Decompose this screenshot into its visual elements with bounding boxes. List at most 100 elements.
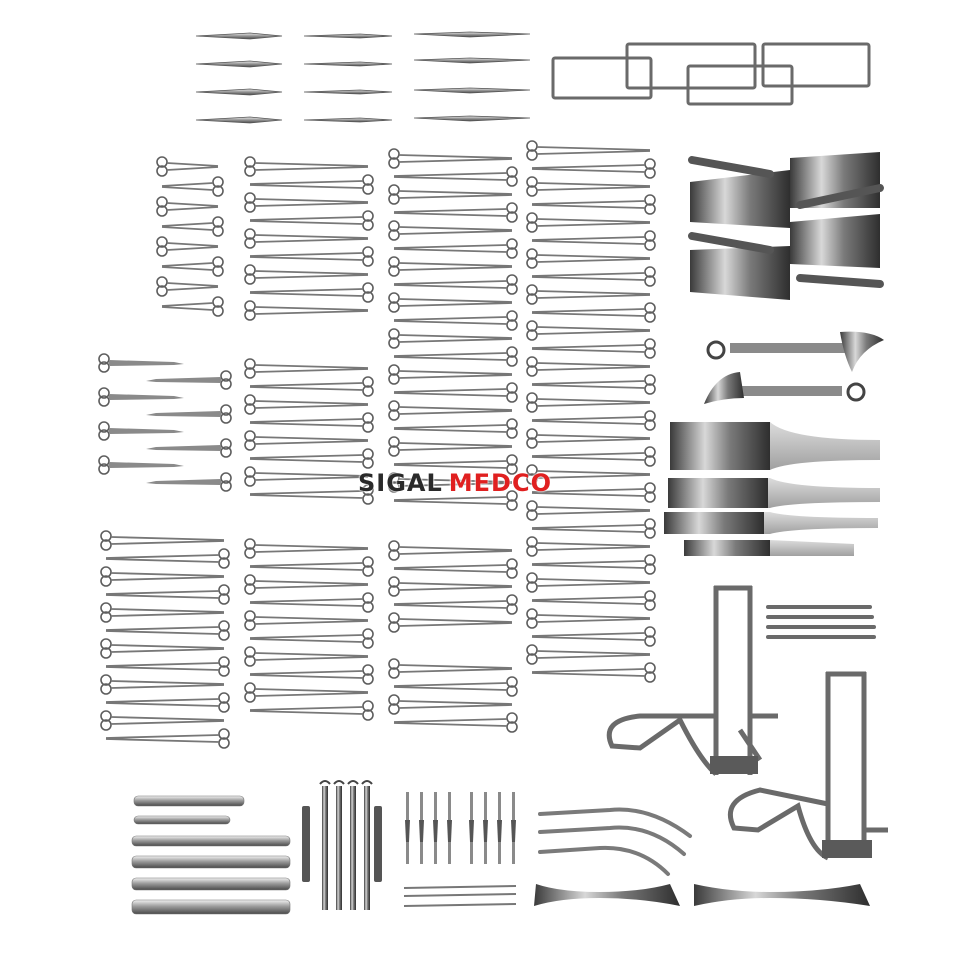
- hemostat-jaw-icon: [254, 656, 369, 661]
- hemostat-jaw-icon: [110, 572, 225, 577]
- hemostat-jaw-icon: [110, 536, 225, 541]
- hemostat-ring-icon: [244, 475, 256, 487]
- hemostat-ring-icon: [362, 246, 374, 258]
- hemostat-ring-icon: [506, 247, 518, 259]
- hemostat-jaw-icon: [393, 388, 508, 393]
- hemostat-ring-icon: [388, 409, 400, 421]
- hemostat-ring-icon: [388, 220, 400, 232]
- double-ended-retractor-icon: [534, 884, 870, 906]
- hemostat-ring-icon: [100, 566, 112, 578]
- hemostat-jaw-icon: [398, 190, 513, 195]
- scissors-ring-icon: [98, 395, 110, 407]
- hemostat-ring-icon: [218, 593, 230, 605]
- hemostat-ring-icon: [362, 412, 374, 424]
- hemostat-ring-icon: [244, 538, 256, 550]
- hemostat-jaw-icon: [398, 700, 513, 705]
- scissors-ring-icon: [220, 438, 232, 450]
- hemostat-ring-icon: [156, 205, 168, 217]
- hemostat-ring-icon: [388, 373, 400, 385]
- hemostat-jaw-icon: [254, 368, 369, 373]
- hemostat-jaw-icon: [166, 206, 219, 211]
- hemostat-jaw-icon: [249, 422, 364, 427]
- hemostat-jaw-icon: [105, 702, 220, 707]
- hemostat-jaw-icon: [531, 420, 646, 425]
- hemostat-jaw-icon: [254, 584, 369, 589]
- scalpel-grip-icon: [419, 820, 424, 842]
- scalpel-grip-icon: [483, 820, 488, 842]
- hemostat-jaw-icon: [166, 166, 219, 171]
- hemostat-ring-icon: [644, 518, 656, 530]
- hemostat-ring-icon: [362, 601, 374, 613]
- hemostat-ring-icon: [506, 603, 518, 615]
- hemostat-ring-icon: [388, 184, 400, 196]
- hemostat-jaw-icon: [393, 316, 508, 321]
- hemostat-ring-icon: [506, 202, 518, 214]
- hemostat-jaw-icon: [249, 710, 364, 715]
- hemostat-ring-icon: [644, 491, 656, 503]
- scissors-ring-icon: [98, 361, 110, 373]
- hemostat-jaw-icon: [110, 644, 225, 649]
- retractor-hook-icon: [361, 780, 373, 785]
- scalpel-handle-icon: [303, 117, 393, 123]
- hemostat-jaw-icon: [536, 618, 651, 623]
- tissue-forceps-group: [413, 31, 531, 122]
- hemostat-ring-icon: [526, 428, 538, 440]
- watermark-text-secondary: MEDCO: [448, 469, 552, 497]
- hemostat-jaw-icon: [393, 320, 508, 325]
- hemostat-ring-icon: [388, 157, 400, 169]
- hemostat-jaw-icon: [393, 428, 508, 433]
- hemostat-jaw-icon: [249, 674, 364, 679]
- hemostat-jaw-icon: [531, 632, 646, 637]
- hemostat-jaw-icon: [393, 718, 508, 723]
- hemostat-ring-icon: [506, 499, 518, 511]
- hemostat-jaw-icon: [254, 270, 369, 275]
- hemostat-ring-icon: [362, 210, 374, 222]
- scalpel-grip-icon: [405, 820, 410, 842]
- hemostat-ring-icon: [218, 728, 230, 740]
- hemostat-jaw-icon: [105, 662, 220, 667]
- hemostat-ring-icon: [526, 401, 538, 413]
- scissors-blade-icon: [109, 360, 184, 366]
- hemostat-ring-icon: [526, 320, 538, 332]
- hemostat-ring-icon: [212, 305, 224, 317]
- ribbon-retractor-icon: [131, 855, 291, 869]
- hemostat-ring-icon: [244, 583, 256, 595]
- forceps-icon: [413, 87, 531, 94]
- hemostat-ring-icon: [218, 620, 230, 632]
- hemostat-jaw-icon: [249, 220, 364, 225]
- ribbon-retractor-icon: [131, 835, 291, 847]
- hemostat-ring-icon: [100, 575, 112, 587]
- hemostat-ring-icon: [388, 265, 400, 277]
- hemostat-ring-icon: [362, 664, 374, 676]
- hemostat-jaw-icon: [161, 226, 214, 231]
- hemostat-ring-icon: [244, 394, 256, 406]
- double-ended-retractor-icon: [350, 786, 356, 910]
- hemostat-jaw-icon: [254, 198, 369, 203]
- scissors-ring-icon: [98, 421, 110, 433]
- hemostat-ring-icon: [362, 457, 374, 469]
- hemostat-ring-icon: [362, 709, 374, 721]
- scissors-ring-icon: [98, 387, 110, 399]
- hemostat-jaw-icon: [393, 208, 508, 213]
- hemostat-jaw-icon: [249, 494, 364, 499]
- hemostat-jaw-icon: [254, 620, 369, 625]
- hemostat-ring-icon: [526, 284, 538, 296]
- hemostat-jaw-icon: [531, 600, 646, 605]
- hemostat-jaw-icon: [536, 186, 651, 191]
- hemostat-ring-icon: [506, 346, 518, 358]
- hemostat-ring-icon: [506, 685, 518, 697]
- hemostat-ring-icon: [644, 347, 656, 359]
- hemostat-ring-icon: [644, 626, 656, 638]
- hemostat-ring-icon: [526, 329, 538, 341]
- hemostat-ring-icon: [506, 391, 518, 403]
- hemostat-jaw-icon: [531, 456, 646, 461]
- hemostat-jaw-icon: [531, 636, 646, 641]
- hemostat-ring-icon: [644, 302, 656, 314]
- hemostat-jaw-icon: [531, 488, 646, 493]
- hemostat-jaw-icon: [536, 542, 651, 547]
- hemostat-jaw-icon: [398, 374, 513, 379]
- scissors-blade-icon: [146, 479, 221, 485]
- hemostat-jaw-icon: [254, 364, 369, 369]
- hemostat-jaw-icon: [249, 458, 364, 463]
- hemostat-ring-icon: [526, 176, 538, 188]
